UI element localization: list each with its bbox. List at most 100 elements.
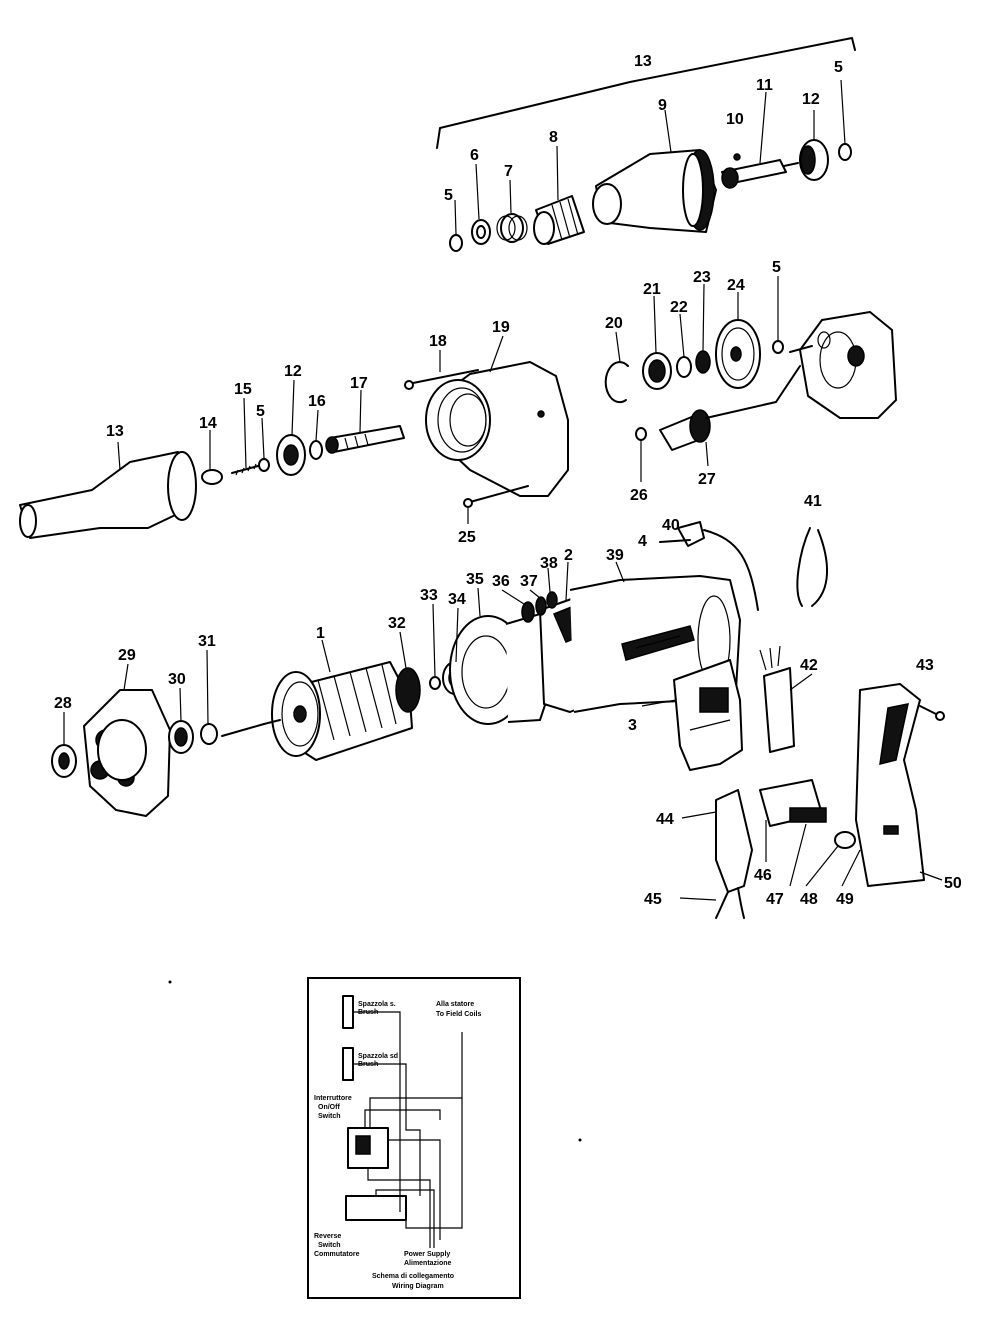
brush-top [342,995,354,1029]
label-34: 34 [448,591,466,608]
scan-dot [168,980,172,984]
label-9: 9 [658,97,667,114]
part-9-chuck-body [592,149,717,233]
part-36-37-38-brushes [521,591,558,623]
part-5-washer-mid [258,458,270,472]
wiring-label: Spazzola sd [358,1053,398,1060]
part-14-plug [201,469,223,485]
part-28-washer [51,744,77,778]
middle-leaders [117,276,779,524]
part-10-pin [733,153,741,161]
part-15-screw [231,463,259,476]
label-35: 35 [466,571,484,588]
part-24-large-gear [715,319,761,389]
wiring-diagram: Spazzola s. Brush Alla statore To Field … [307,977,521,1299]
label-47: 47 [766,891,784,908]
label-26: 26 [630,487,648,504]
label-48: 48 [800,891,818,908]
label-42: 42 [800,657,818,674]
label-13: 13 [106,423,124,440]
assembly-13-bracket [436,37,856,149]
label-16: 16 [308,393,326,410]
gearbox-end-plate [789,311,897,419]
wiring-label: Switch [318,1113,341,1120]
label-1: 1 [316,625,325,642]
wiring-label: Reverse [314,1233,341,1240]
label-10: 10 [726,111,744,128]
part-27-pinion [659,365,801,451]
label-39: 39 [606,547,624,564]
wiring-label: Brush [358,1061,378,1068]
wiring-label: Commutatore [314,1251,360,1258]
brush-mid [342,1047,354,1081]
part-50-handle-cover [855,683,925,887]
part-25-screw [463,485,529,508]
part-26-washer [635,427,647,441]
part-1-armature [263,661,413,761]
wiring-label: Alla statore [436,1001,474,1008]
reverse-switch [345,1195,407,1221]
label-20: 20 [605,315,623,332]
label-28: 28 [54,695,72,712]
part-3-handle-body [673,659,743,771]
part-5-washer-left [449,234,463,252]
label-13-top: 13 [634,53,652,70]
part-19-gear-housing [425,361,569,497]
part-29-end-cover [83,689,171,817]
label-33: 33 [420,587,438,604]
part-11-spindle [721,159,799,189]
part-42-terminal-block [759,645,795,753]
wiring-label: Interruttore [314,1095,352,1102]
label-30: 30 [168,671,186,688]
label-7: 7 [504,163,513,180]
wiring-label: To Field Coils [436,1011,481,1018]
part-7-spring [496,213,528,243]
label-22: 22 [670,299,688,316]
part-20-circlip [604,361,629,404]
label-45: 45 [644,891,662,908]
part-48-49-knob [834,831,856,849]
label-41: 41 [804,493,822,510]
part-12-gear-top [799,139,829,181]
part-31-ring [200,723,218,745]
wiring-title: Wiring Diagram [392,1283,444,1290]
label-43: 43 [916,657,934,674]
wiring-label: Brush [358,1009,378,1016]
part-5-washer-top-right [838,143,852,161]
label-18: 18 [429,333,447,350]
wiring-label: On/Off [318,1104,340,1111]
wiring-label: Spazzola s. [358,1001,396,1008]
part-33-washer [429,676,441,690]
label-12: 12 [802,91,820,108]
label-5: 5 [772,259,781,276]
part-17-shaft [325,425,405,454]
label-32: 32 [388,615,406,632]
label-19: 19 [492,319,510,336]
label-23: 23 [693,269,711,286]
part-13-chuck-sleeve [19,451,197,539]
wiring [353,1011,463,1248]
part-5-washer-gear [772,340,784,354]
part-16-ring [309,440,323,460]
part-number-labels: 13 5 9 11 12 10 8 6 7 5 24 23 5 21 22 20… [54,53,962,908]
top-leaders [454,79,846,235]
part-8-threaded-sleeve [533,195,585,245]
label-40: 40 [662,517,680,534]
label-36: 36 [492,573,510,590]
part-32-commutator [395,667,421,713]
wiring-label: Power Supply [404,1251,450,1258]
label-2: 2 [564,547,573,564]
part-21-bearing [642,352,672,390]
label-5: 5 [444,187,453,204]
label-3: 3 [628,717,637,734]
part-22-spacer [676,356,692,378]
wiring-label: Switch [318,1242,341,1249]
label-11: 11 [756,77,773,94]
label-38: 38 [540,555,558,572]
label-5: 5 [256,403,265,420]
label-5: 5 [834,59,843,76]
part-6-ring [471,219,491,245]
part-46-47-switch [759,779,827,827]
part-12-gear-mid [276,434,306,476]
label-46: 46 [754,867,772,884]
